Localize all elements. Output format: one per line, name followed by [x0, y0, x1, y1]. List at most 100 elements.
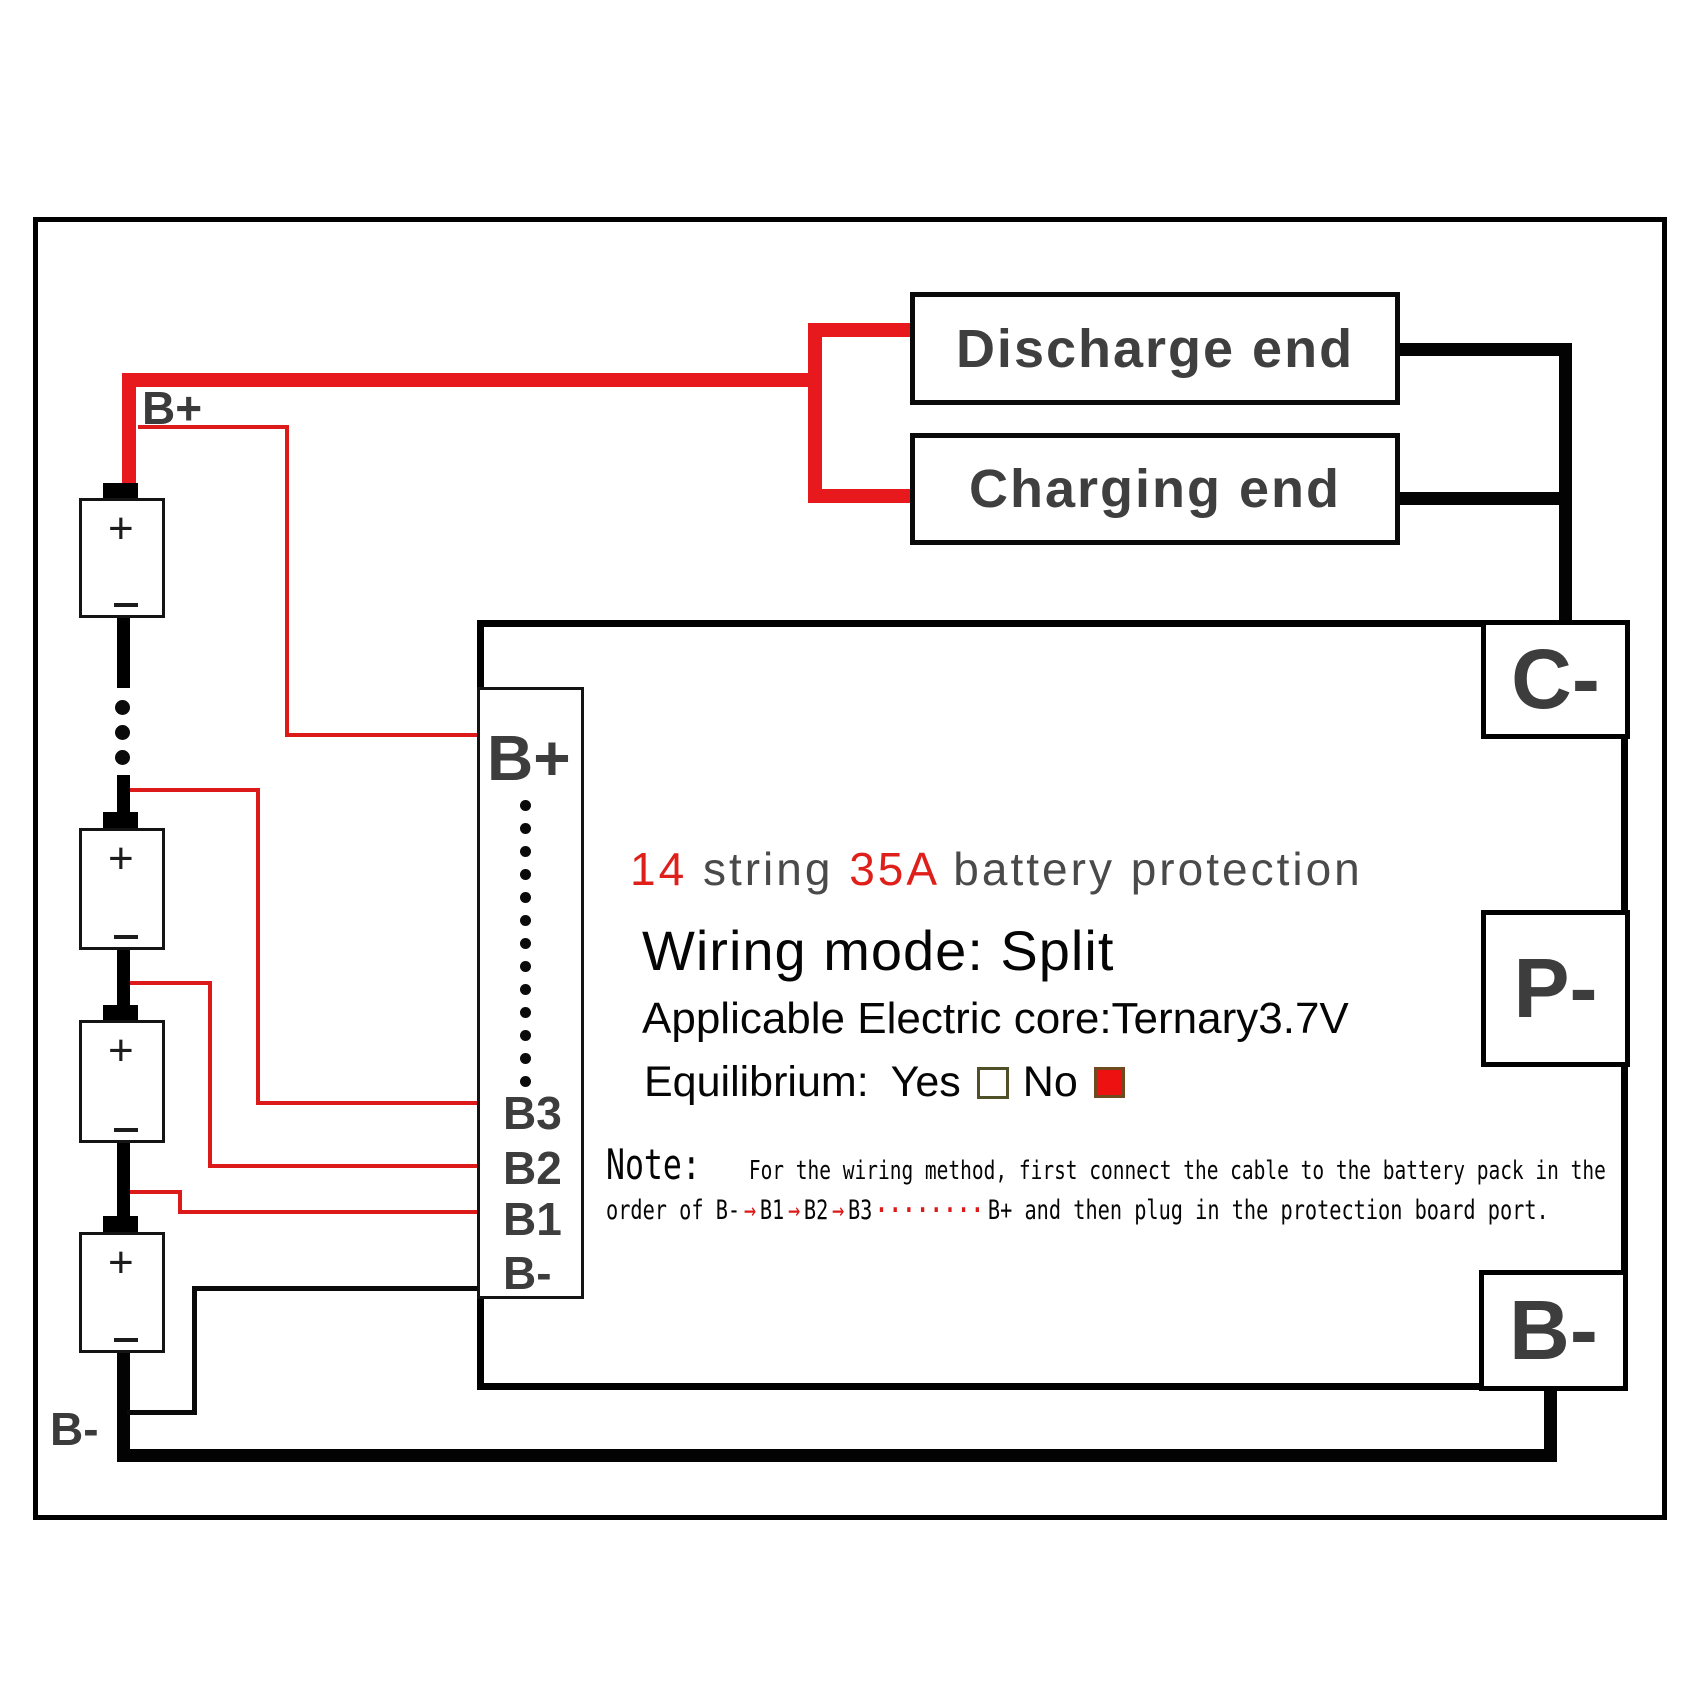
sense-b2-h1	[127, 981, 212, 985]
series-link-4	[117, 1141, 130, 1219]
cell-minus-mark	[114, 1128, 138, 1132]
note-seq-b3: B3	[847, 1195, 873, 1226]
cell-plus-mark: +	[108, 504, 134, 553]
note-line2-suffix: B+ and then plug in the protection board…	[987, 1195, 1549, 1226]
port-ellipsis-dot	[520, 1007, 531, 1018]
port-label-b3: B3	[503, 1087, 562, 1139]
sense-bplus-v	[285, 425, 289, 737]
title-string-word: string	[687, 843, 850, 895]
series-ellipsis-dot	[115, 725, 130, 740]
sense-b1-h1	[127, 1190, 182, 1194]
terminal-pminus-label: P-	[1513, 941, 1598, 1035]
charging-end-label: Charging end	[969, 459, 1341, 519]
wire-bplus-main	[122, 373, 815, 387]
note-line2: order of B-→B1→B2→B3········B+ and then …	[606, 1195, 1606, 1226]
port-ellipsis-dot	[520, 961, 531, 972]
pack-bminus-label: B-	[50, 1403, 99, 1455]
applicable-core-text: Applicable Electric core:Ternary3.7V	[642, 994, 1349, 1043]
arrow-icon: →	[787, 1195, 801, 1226]
equilibrium-yes-label: Yes	[890, 1058, 961, 1106]
port-ellipsis-dot	[520, 984, 531, 995]
equilibrium-row: Equilibrium: Yes No	[644, 1058, 1125, 1107]
sense-b2-to-port	[208, 1164, 481, 1168]
series-link-2	[117, 775, 130, 814]
sense-b1-v	[178, 1190, 182, 1214]
battery14-positive-terminal	[103, 483, 138, 499]
cell-plus-mark: +	[108, 1026, 134, 1075]
sense-b1-to-port	[178, 1210, 481, 1214]
wire-bminus-battery-drop	[117, 1353, 130, 1462]
battery2-positive-terminal	[103, 1005, 138, 1021]
sense-b2-v	[208, 981, 212, 1168]
sense-bminus-to-port	[192, 1286, 481, 1291]
port-ellipsis-dot	[520, 938, 531, 949]
terminal-cminus-label: C-	[1511, 632, 1600, 726]
balance-port-connector	[477, 687, 584, 1299]
wire-red-to-discharge	[808, 323, 922, 337]
sense-bplus-h1	[138, 425, 289, 429]
title-tail: battery protection	[937, 843, 1363, 895]
battery3-positive-terminal	[103, 812, 138, 828]
sense-bminus-h1	[127, 1410, 197, 1415]
note-line1: Note: For the wiring method, first connec…	[606, 1140, 1606, 1189]
terminal-bminus-label: B-	[1509, 1283, 1598, 1377]
series-link-1	[117, 616, 130, 688]
note-label: Note:	[606, 1140, 701, 1189]
discharge-end-box: Discharge end	[910, 292, 1400, 405]
sense-b3-v	[256, 788, 260, 1105]
terminal-pminus-box: P-	[1481, 910, 1630, 1067]
outer-border	[33, 217, 1667, 1520]
battery-cell-3: +	[79, 828, 165, 950]
wire-red-split-bracket	[808, 323, 822, 503]
cell-minus-mark	[114, 935, 138, 939]
note-order-prefix: order of	[606, 1195, 716, 1226]
sense-bplus-to-port	[285, 733, 481, 737]
port-ellipsis-dot	[520, 1053, 531, 1064]
wire-discharge-out	[1398, 343, 1572, 356]
note-seq-b1: B1	[759, 1195, 785, 1226]
wire-bplus-vertical	[122, 373, 136, 490]
port-label-b1: B1	[503, 1193, 562, 1245]
sense-b3-to-port	[256, 1101, 481, 1105]
arrow-icon: →	[743, 1195, 757, 1226]
battery-cell-1: +	[79, 1232, 165, 1353]
wiring-mode-text: Wiring mode: Split	[642, 919, 1115, 982]
terminal-bminus-box: B-	[1479, 1270, 1628, 1391]
port-label-b2: B2	[503, 1142, 562, 1194]
cell-minus-mark	[114, 1338, 138, 1342]
sense-b3-h1	[127, 788, 260, 792]
wire-cminus-vertical	[1559, 343, 1572, 628]
equilibrium-no-checkbox-checked	[1093, 1067, 1125, 1098]
cell-plus-mark: +	[108, 1238, 134, 1287]
series-ellipsis-dot	[115, 750, 130, 765]
note-line1-text: For the wiring method, first connect the…	[748, 1156, 1606, 1186]
title-string-count: 14	[630, 843, 688, 895]
port-ellipsis-dot	[520, 1030, 531, 1041]
sense-bminus-v	[192, 1288, 197, 1415]
arrow-icon: →	[832, 1195, 845, 1226]
note-seq-bminus: B-	[715, 1195, 741, 1226]
series-link-3	[117, 948, 130, 1007]
port-ellipsis-dot	[520, 892, 531, 903]
equilibrium-yes-checkbox	[976, 1066, 1009, 1099]
protection-board	[477, 620, 1628, 1390]
port-ellipsis-dot	[520, 846, 531, 857]
equilibrium-no-label: No	[1022, 1058, 1078, 1106]
note-block: Note: For the wiring method, first connec…	[606, 1140, 1700, 1226]
ellipsis-dots: ········	[875, 1195, 985, 1226]
terminal-cminus-box: C-	[1481, 620, 1630, 739]
title-current-rating: 35A	[849, 843, 938, 895]
charging-end-box: Charging end	[910, 433, 1400, 545]
wire-bminus-box-drop	[1544, 1388, 1557, 1462]
port-label-bplus: B+	[487, 722, 571, 794]
port-label-bminus: B-	[503, 1247, 552, 1299]
battery-cell-2: +	[79, 1020, 165, 1143]
port-ellipsis-dot	[520, 823, 531, 834]
series-ellipsis-dot	[115, 700, 130, 715]
battery1-positive-terminal	[103, 1216, 138, 1232]
equilibrium-label: Equilibrium:	[644, 1058, 869, 1106]
port-ellipsis-dot	[520, 800, 531, 811]
port-ellipsis-dot	[520, 1076, 531, 1087]
note-seq-b2: B2	[803, 1195, 829, 1226]
